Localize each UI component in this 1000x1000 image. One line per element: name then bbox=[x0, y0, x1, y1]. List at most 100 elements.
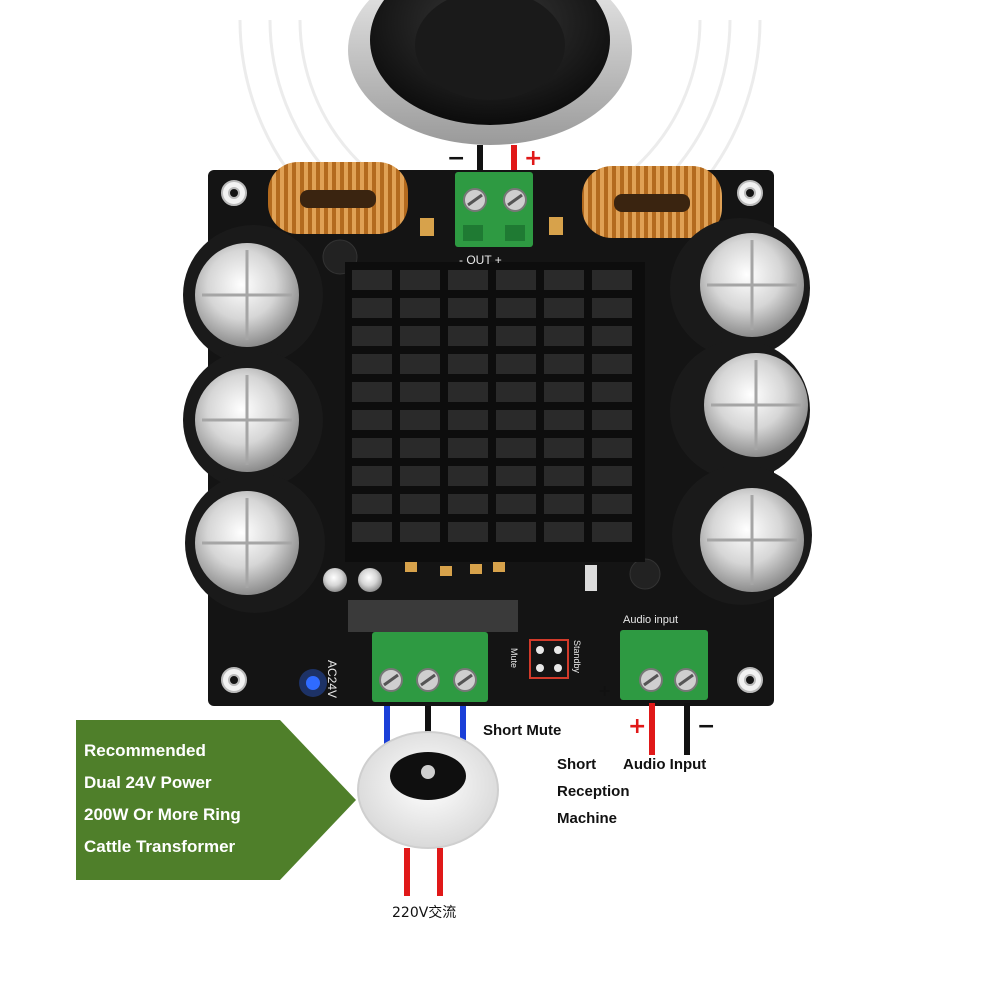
heatsink-fin bbox=[448, 326, 488, 346]
heatsink-fin bbox=[496, 522, 536, 542]
heatsink-fin bbox=[592, 410, 632, 430]
heatsink-fin bbox=[496, 494, 536, 514]
heatsink-fin bbox=[592, 326, 632, 346]
mounting-holes bbox=[221, 180, 763, 693]
banner-line-3: 200W Or More Ring bbox=[84, 805, 241, 824]
heatsink-fin bbox=[352, 354, 392, 374]
heatsink-fin bbox=[544, 438, 584, 458]
heatsink-fin bbox=[496, 438, 536, 458]
heatsink-fin bbox=[448, 410, 488, 430]
capacitor-right-1 bbox=[670, 218, 810, 358]
heatsink-fin bbox=[544, 354, 584, 374]
recommendation-banner bbox=[76, 720, 356, 880]
heatsink-fin bbox=[544, 270, 584, 290]
heatsink-fin bbox=[352, 494, 392, 514]
heatsink-fin bbox=[352, 382, 392, 402]
heatsink-fin bbox=[400, 438, 440, 458]
heatsink bbox=[345, 262, 645, 562]
capacitor-right-3 bbox=[672, 465, 812, 605]
heatsink-fin bbox=[544, 466, 584, 486]
heatsink-fin bbox=[400, 298, 440, 318]
heatsink-fin bbox=[400, 410, 440, 430]
output-terminal bbox=[455, 172, 533, 247]
input-plus-label: + bbox=[628, 714, 647, 739]
heatsink-fin bbox=[544, 522, 584, 542]
speaker-plus-label: + bbox=[524, 146, 543, 171]
heatsink-fin bbox=[448, 270, 488, 290]
capacitor-left-3 bbox=[185, 473, 325, 613]
banner-line-2: Dual 24V Power bbox=[84, 773, 212, 792]
speaker-minus-label: − bbox=[447, 146, 466, 171]
mute-silkscreen: Mute bbox=[509, 648, 519, 669]
heatsink-fin bbox=[448, 494, 488, 514]
heatsink-fin bbox=[352, 522, 392, 542]
power-terminal bbox=[348, 600, 518, 702]
heatsink-fin bbox=[592, 466, 632, 486]
jumper-header bbox=[529, 639, 569, 679]
speaker-wires bbox=[477, 145, 517, 185]
toroidal-transformer bbox=[357, 731, 499, 849]
smd-components bbox=[322, 217, 661, 592]
heatsink-fin bbox=[352, 270, 392, 290]
capacitor-right-2 bbox=[670, 340, 810, 480]
heatsink-fin bbox=[544, 298, 584, 318]
heatsink-fin bbox=[400, 382, 440, 402]
inductor-right bbox=[582, 166, 722, 238]
heatsink-fin bbox=[496, 326, 536, 346]
heatsink-fin bbox=[592, 270, 632, 290]
heatsink-fin bbox=[352, 298, 392, 318]
short-reception-label-line3: Machine bbox=[557, 810, 618, 827]
heatsink-fin bbox=[448, 298, 488, 318]
heatsink-fin bbox=[448, 466, 488, 486]
heatsink-fin bbox=[544, 382, 584, 402]
inductor-left bbox=[268, 162, 408, 234]
heatsink-fin bbox=[592, 522, 632, 542]
heatsink-fin bbox=[400, 326, 440, 346]
heatsink-fin bbox=[400, 270, 440, 290]
heatsink-fin bbox=[544, 326, 584, 346]
heatsink-fin bbox=[592, 298, 632, 318]
power-led bbox=[299, 669, 327, 697]
heatsink-fin bbox=[496, 410, 536, 430]
power-wires bbox=[384, 706, 466, 744]
capacitor-left-2 bbox=[183, 350, 323, 490]
heatsink-fin bbox=[400, 494, 440, 514]
power-silkscreen: AC24V bbox=[325, 660, 339, 699]
heatsink-fin bbox=[592, 354, 632, 374]
ac-voltage-label: 220V交流 bbox=[392, 905, 457, 921]
audio-input-silkscreen: Audio input bbox=[623, 614, 679, 626]
heatsink-fin bbox=[496, 270, 536, 290]
banner-text: Recommended Dual 24V Power 200W Or More … bbox=[84, 735, 304, 863]
heatsink-fin bbox=[496, 298, 536, 318]
heatsink-fin bbox=[448, 438, 488, 458]
audio-input-wires bbox=[649, 703, 690, 755]
input-minus-label: − bbox=[697, 714, 716, 739]
heatsink-fin bbox=[352, 326, 392, 346]
heatsink-fin bbox=[592, 438, 632, 458]
heatsink-fin bbox=[400, 522, 440, 542]
heatsink-fin bbox=[544, 494, 584, 514]
audio-input-label: Audio Input bbox=[623, 756, 707, 773]
heatsink-fin bbox=[448, 522, 488, 542]
heatsink-fin bbox=[352, 410, 392, 430]
capacitor-left-1 bbox=[183, 225, 323, 365]
heatsink-fin bbox=[592, 382, 632, 402]
banner-line-4: Cattle Transformer bbox=[84, 837, 236, 856]
heatsink-fin bbox=[496, 382, 536, 402]
heatsink-fin bbox=[352, 466, 392, 486]
heatsink-fin bbox=[448, 382, 488, 402]
heatsink-fin bbox=[352, 438, 392, 458]
board-plus-mark: + bbox=[598, 681, 612, 700]
heatsink-fin bbox=[400, 466, 440, 486]
heatsink-fin bbox=[592, 494, 632, 514]
heatsink-fin bbox=[448, 354, 488, 374]
heatsink-fin bbox=[496, 466, 536, 486]
banner-line-1: Recommended bbox=[84, 741, 206, 760]
short-reception-label-line2: Reception bbox=[557, 783, 630, 800]
heatsink-fin bbox=[400, 354, 440, 374]
heatsink-fin bbox=[544, 410, 584, 430]
audio-input-terminal bbox=[620, 630, 708, 700]
standby-silkscreen: Standby bbox=[572, 640, 582, 674]
out-silkscreen: - OUT + bbox=[459, 253, 502, 267]
